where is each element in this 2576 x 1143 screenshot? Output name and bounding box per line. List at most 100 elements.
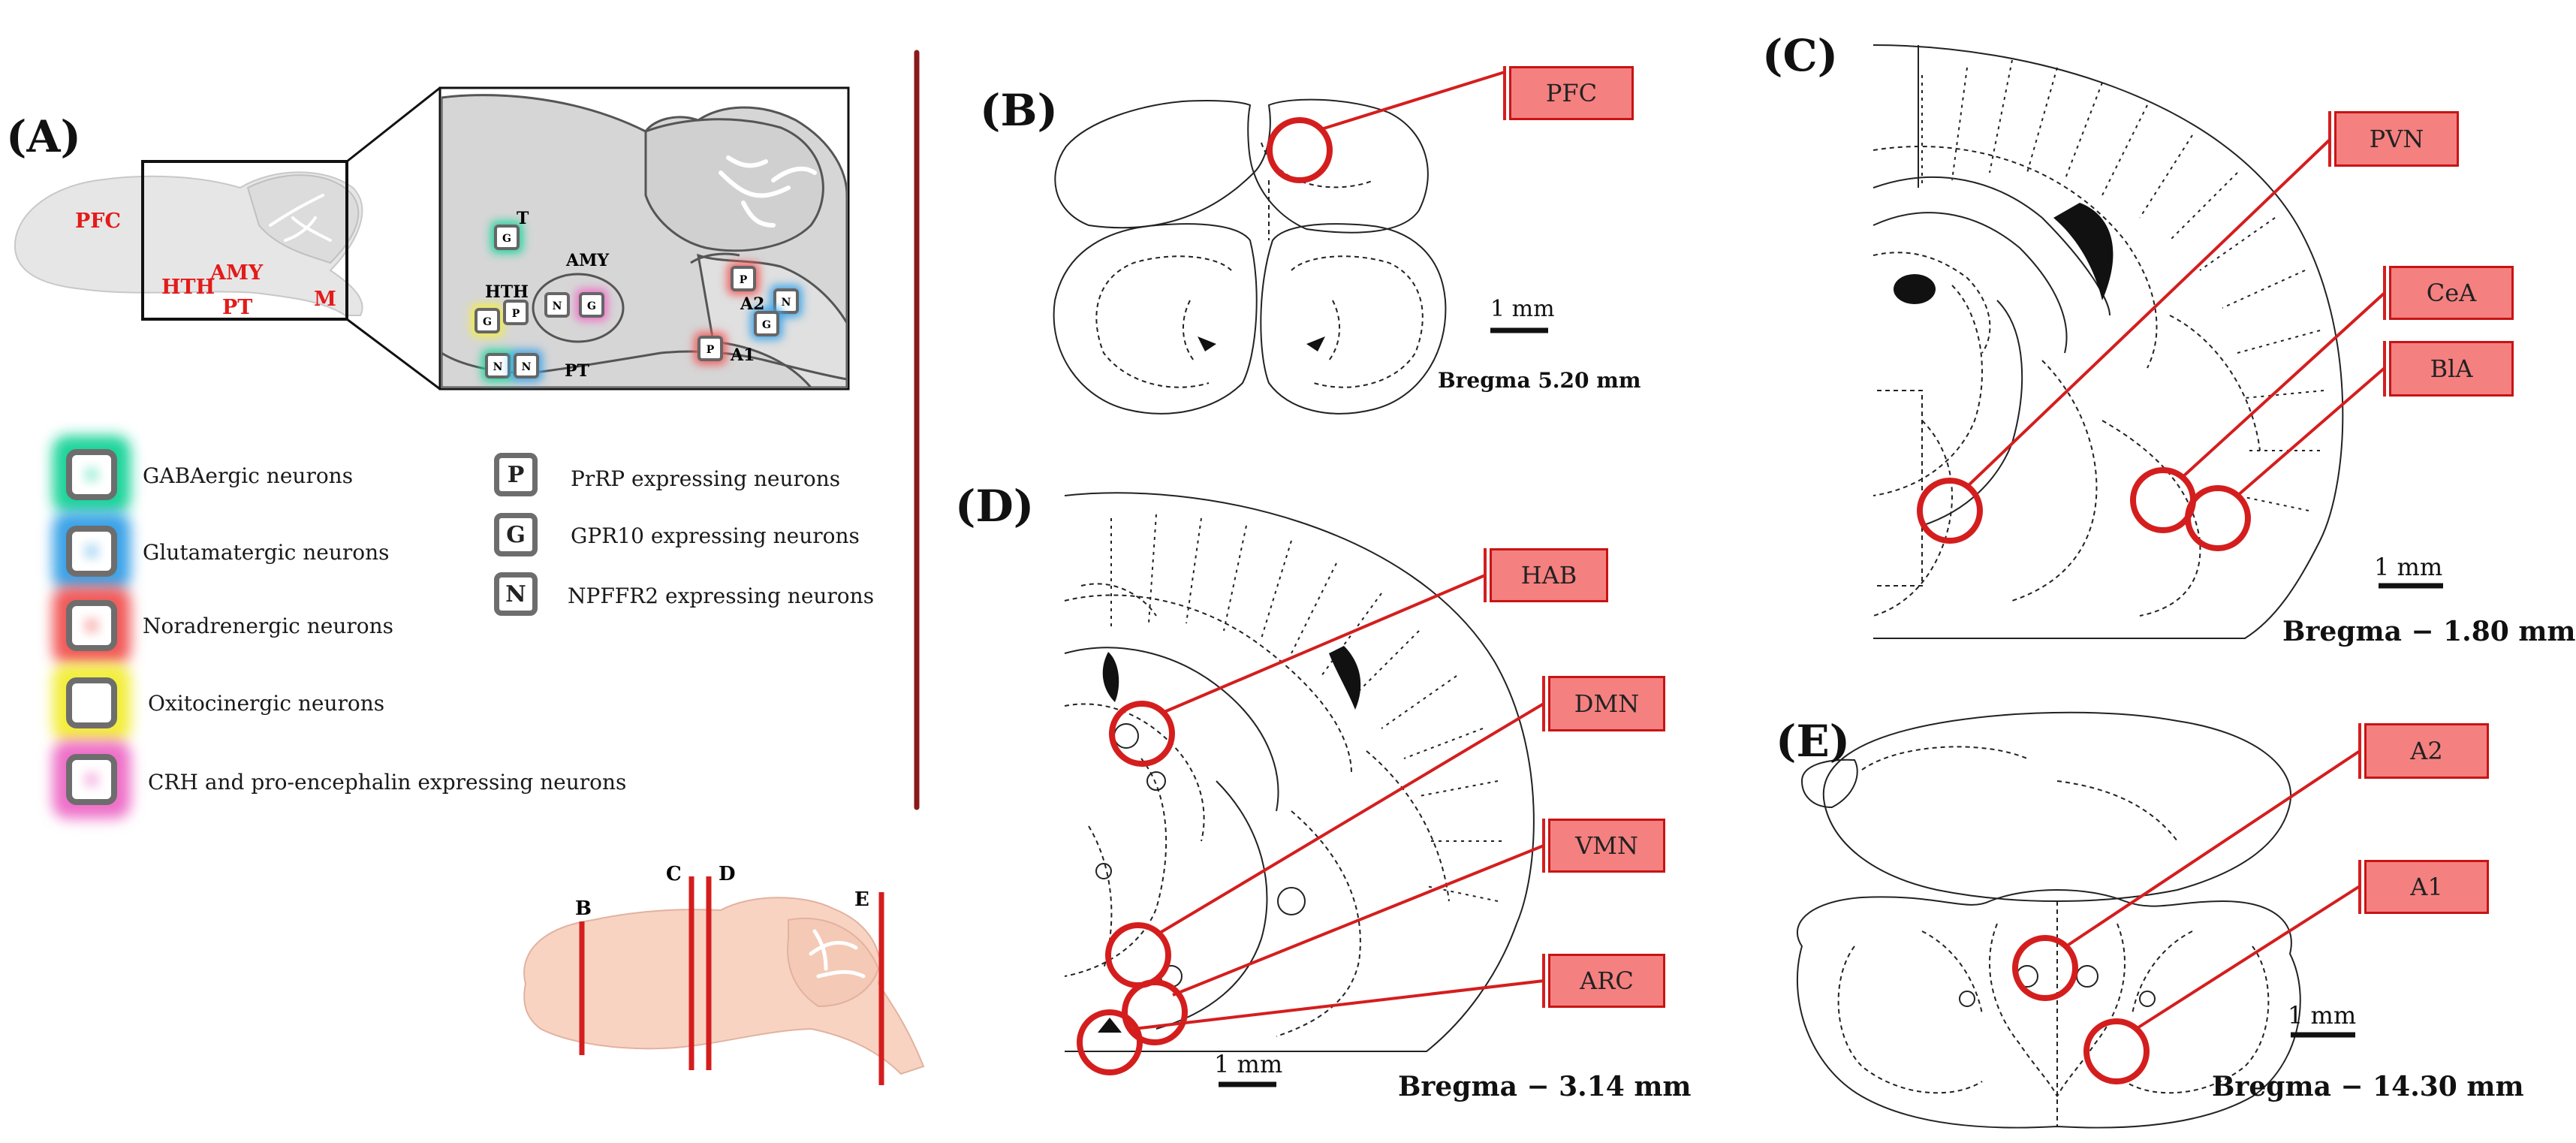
panel-c-pvn-circle <box>1917 478 1983 544</box>
legend-oxitocinergic-icon <box>53 664 131 742</box>
svg-text:G: G <box>762 319 771 331</box>
panel-d-hab-circle <box>1109 701 1175 767</box>
panel-c-ventricle <box>2053 203 2114 300</box>
panel-e-a2-leader <box>2065 749 2361 948</box>
inset-a2-g-box: G <box>751 308 782 339</box>
panel-c-ventricle-small <box>1894 274 1936 304</box>
panel-c-cea-leader <box>2180 291 2386 479</box>
inset-label-hth: HTH <box>485 282 529 302</box>
section-marker-d: D <box>719 863 736 885</box>
region-box-a2: A2 <box>2364 723 2489 779</box>
panel-label-d: (D) <box>955 481 1035 532</box>
region-box-arc: ARC <box>1548 954 1665 1008</box>
inset-hth-p-box: P <box>503 300 529 325</box>
label-pt: PT <box>222 296 252 319</box>
panel-d-third-ventricle <box>1098 1018 1122 1033</box>
legend-label-crh: CRH and pro-encephalin expressing neuron… <box>148 770 627 795</box>
panel-a-sagittal-brain <box>14 86 441 391</box>
panel-d-scale-label: 1 mm <box>1214 1050 1283 1078</box>
panel-d-arc-leader <box>1133 979 1544 1030</box>
legend-crh-icon <box>53 740 131 819</box>
panel-label-c: (C) <box>1762 30 1839 81</box>
panel-d-ventricle <box>1329 646 1361 710</box>
inset-label-pt: PT <box>565 361 590 381</box>
inset-pt-n2-box: N <box>511 350 542 382</box>
section-brain <box>523 897 925 1075</box>
panel-b-ventricle-right <box>1306 336 1325 351</box>
panel-b-bregma: Bregma 5.20 mm <box>1438 368 1641 393</box>
panel-e-scale-label: 1 mm <box>2288 1001 2357 1030</box>
panel-c-bla-circle <box>2185 485 2251 551</box>
legend-label-prrp: PrRP expressing neurons <box>571 466 841 491</box>
section-marker-e: E <box>854 888 869 911</box>
region-box-pfc: PFC <box>1509 66 1634 120</box>
legend-key-g: G <box>494 513 538 556</box>
legend-label-gpr10: GPR10 expressing neurons <box>571 523 860 548</box>
panel-d-dmn-leader <box>1155 702 1545 936</box>
panel-d-hab-leader <box>1160 574 1486 715</box>
panel-label-a: (A) <box>6 111 81 162</box>
svg-text:G: G <box>502 233 511 245</box>
panel-c-section <box>1872 44 2344 639</box>
region-box-hab: HAB <box>1490 548 1608 602</box>
legend-label-noradrenergic: Noradrenergic neurons <box>143 614 394 638</box>
panel-e-bregma: Bregma − 14.30 mm <box>2212 1071 2524 1102</box>
inset-a1-p-box: P <box>694 333 726 364</box>
panel-c-cea-circle <box>2130 467 2196 533</box>
legend-label-glutamate: Glutamatergic neurons <box>143 540 390 565</box>
panel-b-scale-label: 1 mm <box>1490 296 1555 322</box>
panel-e-section <box>1796 711 2301 1129</box>
region-box-a1: A1 <box>2364 860 2489 914</box>
inset-pt-n1-box: N <box>482 350 514 382</box>
svg-text:G: G <box>587 300 596 312</box>
panel-d-bregma: Bregma − 3.14 mm <box>1398 1071 1692 1102</box>
label-m: M <box>314 288 336 311</box>
section-marker-c: C <box>666 863 682 885</box>
svg-text:N: N <box>553 300 562 312</box>
panel-c-bla-leader <box>2236 366 2386 497</box>
region-box-bla: BlA <box>2389 341 2514 397</box>
svg-text:P: P <box>740 274 748 286</box>
legend-key-n: N <box>494 572 538 616</box>
legend-label-gaba: GABAergic neurons <box>143 463 354 488</box>
panel-c-scale-label: 1 mm <box>2374 553 2443 581</box>
panel-d-vmn-circle <box>1122 979 1188 1045</box>
inset-amy-n-box: N <box>544 292 570 318</box>
svg-text:P: P <box>512 308 520 320</box>
svg-text:N: N <box>782 297 791 309</box>
inset-t-box: G <box>491 222 523 253</box>
panel-b-pfc-circle <box>1267 117 1333 183</box>
section-marker-b: B <box>575 897 592 920</box>
panel-d-section <box>1064 492 1535 1052</box>
svg-text:G: G <box>483 316 492 328</box>
inset-hth-g-box: G <box>472 305 503 336</box>
legend-label-oxitocinergic: Oxitocinergic neurons <box>148 691 385 716</box>
legend-glutamate-icon <box>53 512 131 590</box>
region-box-cea: CeA <box>2389 266 2514 320</box>
inset-label-a1: A1 <box>730 345 755 365</box>
panel-label-b: (B) <box>980 85 1058 136</box>
panel-b-ventricle-left <box>1198 336 1216 351</box>
panel-c-bregma: Bregma − 1.80 mm <box>2282 616 2576 647</box>
inset-a2-p-box: P <box>728 263 759 294</box>
legend-gaba-icon <box>53 436 131 514</box>
svg-text:N: N <box>493 361 503 373</box>
panel-c-pvn-leader <box>1966 138 2331 488</box>
inset-label-t: T <box>517 209 529 228</box>
panel-d-ventricle-small <box>1102 652 1119 702</box>
region-box-vmn: VMN <box>1548 819 1665 873</box>
panel-d-vmn-leader <box>1172 844 1544 997</box>
label-amy: AMY <box>209 261 264 285</box>
panel-d-arc-circle <box>1077 1009 1143 1075</box>
region-box-dmn: DMN <box>1548 676 1665 731</box>
inset-amy-g-box: G <box>576 289 607 321</box>
inset-label-a2: A2 <box>740 294 764 314</box>
panel-label-e: (E) <box>1776 716 1851 767</box>
label-hth: HTH <box>161 276 215 299</box>
panel-b-section <box>1053 98 1447 415</box>
svg-text:N: N <box>522 361 532 373</box>
legend-noradrenergic-icon <box>53 587 131 665</box>
panel-e-a1-circle <box>2083 1018 2150 1084</box>
inset-label-amy: AMY <box>565 251 609 270</box>
panel-b-pfc-leader <box>1321 71 1505 131</box>
